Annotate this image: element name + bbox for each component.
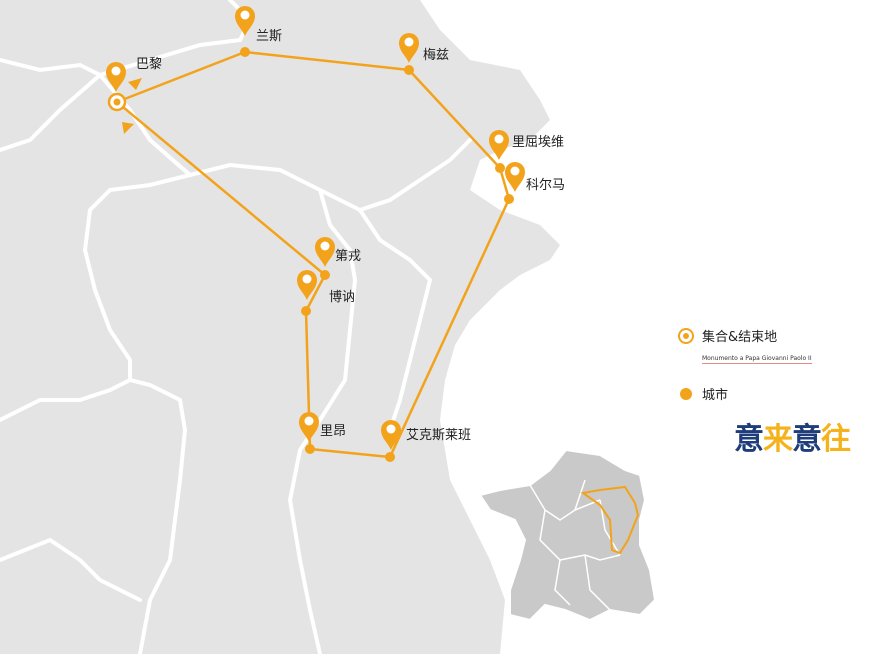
map-pin-icon [381, 420, 401, 450]
map-pin-icon [315, 237, 335, 267]
city-dot-dijon [320, 270, 330, 280]
map-pin-icon [505, 162, 525, 192]
city-dot-reims [240, 47, 250, 57]
city-dot-lyon [305, 444, 315, 454]
map-pin-icon [399, 33, 419, 63]
city-label-aix: 艾克斯莱班 [406, 428, 471, 443]
city-dot-icon [678, 386, 694, 402]
meeting-point-paris [107, 92, 127, 112]
city-label-paris: 巴黎 [136, 57, 162, 72]
legend-meeting: 集合&结束地 [678, 326, 812, 345]
city-label-riquewihr: 里屈埃维 [512, 135, 564, 150]
city-dot-colmar [504, 194, 514, 204]
map-pin-icon [106, 62, 126, 92]
inset-route [580, 485, 640, 555]
city-label-beaune: 博讷 [329, 290, 355, 305]
city-labels: 巴黎 兰斯 梅兹 里屈埃维 科尔马 第戎 博讷 里昂 艾克斯莱班 [136, 29, 565, 443]
route-arrows [122, 78, 142, 134]
logo-part2: 来 [763, 422, 793, 457]
city-dots [240, 47, 514, 462]
city-dot-beaune [301, 306, 311, 316]
route-paris-reims-metz [115, 50, 511, 459]
city-label-metz: 梅兹 [423, 48, 449, 63]
france-shape [478, 448, 657, 622]
france-inset [478, 448, 657, 622]
logo-part4: 往 [821, 422, 851, 457]
map-pin-icon [299, 412, 319, 442]
legend-city: 城市 [678, 384, 812, 403]
logo-part3: 意 [792, 422, 822, 457]
legend-city-label: 城市 [702, 388, 729, 403]
map-pins [106, 6, 525, 450]
brand-logo: 意来意往 [734, 414, 851, 458]
city-label-colmar: 科尔马 [526, 178, 565, 193]
city-dot-metz [404, 65, 414, 75]
map-legend: 集合&结束地 Monumento a Papa Giovanni Paolo I… [678, 326, 812, 403]
city-dot-riquewihr [495, 163, 505, 173]
legend-meeting-label: 集合&结束地 [702, 330, 778, 345]
map-pin-icon [489, 130, 509, 160]
route-lines [115, 50, 511, 459]
logo-part1: 意 [734, 422, 764, 457]
land-mass [0, 0, 560, 654]
arrow-head-bottom [122, 122, 134, 134]
map-pin-icon [297, 270, 317, 300]
arrow-head-top [128, 78, 142, 90]
map-pin-icon [235, 6, 255, 36]
legend-meeting-sub: Monumento a Papa Giovanni Paolo II [702, 355, 812, 364]
city-label-lyon: 里昂 [320, 424, 346, 439]
city-label-dijon: 第戎 [335, 249, 361, 264]
city-label-reims: 兰斯 [256, 29, 282, 44]
city-dot-aix [385, 452, 395, 462]
meeting-point-icon [678, 327, 694, 344]
